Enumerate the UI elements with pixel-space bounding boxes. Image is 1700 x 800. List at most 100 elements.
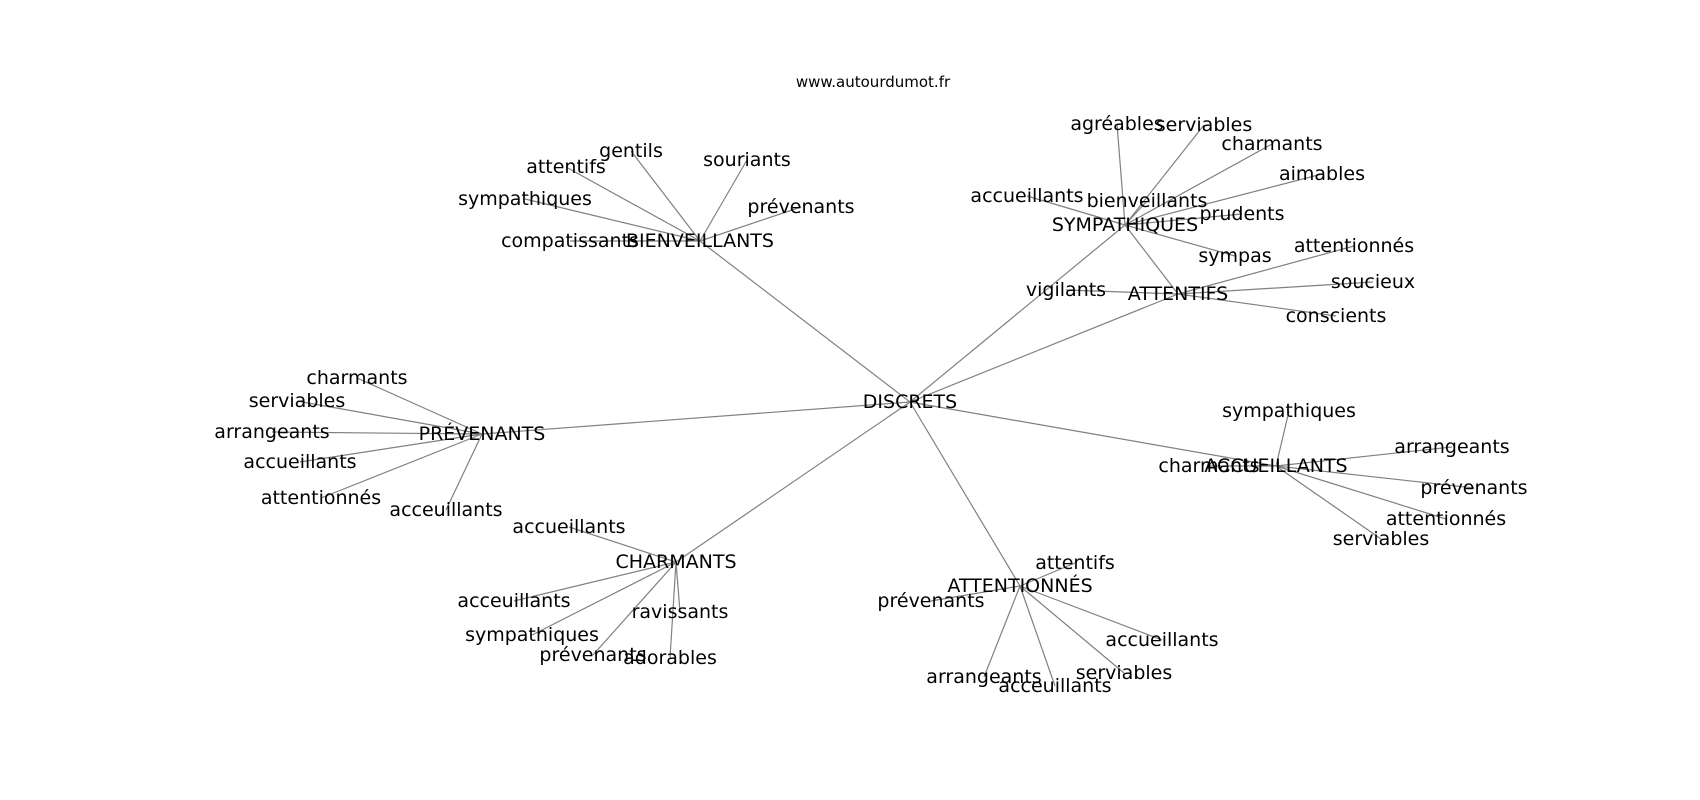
edge-charmants-accueillants xyxy=(568,526,677,563)
edge-bienveillants-prevenants xyxy=(699,206,802,242)
edge-accueillants-serviables xyxy=(1275,465,1382,540)
edge-bienveillants-sympathiques xyxy=(524,198,701,242)
leaf-node-attentionnes-serviables: serviables xyxy=(1076,662,1173,684)
edge-root-sympathiques xyxy=(909,224,1126,403)
edge-sympathiques-bienveillants xyxy=(1124,200,1148,226)
leaf-node-charmants-acceuillants: acceuillants xyxy=(457,590,570,612)
leaf-node-sympathiques-agreables: agréables xyxy=(1070,113,1163,135)
leaf-node-prevenants-acceuillants: acceuillants xyxy=(389,499,502,521)
leaf-node-attentionnes-acceuillants: acceuillants xyxy=(998,675,1111,697)
leaf-node-sympathiques-serviables: serviables xyxy=(1156,114,1253,136)
leaf-node-prevenants-serviables: serviables xyxy=(249,390,346,412)
graph-edges xyxy=(271,123,1475,687)
edge-sympathiques-agreables xyxy=(1116,123,1126,226)
edge-attentifs-vigilants xyxy=(1065,289,1179,295)
leaf-node-accueillants-serviables: serviables xyxy=(1333,528,1430,550)
edge-bienveillants-souriants xyxy=(699,159,748,242)
edge-bienveillants-gentils xyxy=(630,150,701,242)
edge-sympathiques-serviables xyxy=(1124,124,1205,226)
leaf-node-sympathiques-bienveillants: bienveillants xyxy=(1087,190,1208,212)
leaf-node-accueillants-charmants: charmants xyxy=(1158,455,1259,477)
edge-attentifs-soucieux xyxy=(1177,281,1374,295)
leaf-node-bienveillants-gentils: gentils xyxy=(599,140,663,162)
leaf-node-charmants-prevenants: prévenants xyxy=(539,644,646,666)
leaf-node-bienveillants-prevenants: prévenants xyxy=(747,196,854,218)
leaf-node-prevenants-attentionnes: attentionnés xyxy=(261,487,381,509)
leaf-node-bienveillants-souriants: souriants xyxy=(703,149,791,171)
edge-root-charmants xyxy=(675,401,911,563)
leaf-node-accueillants-attentionnes: attentionnés xyxy=(1386,508,1506,530)
source-watermark: www.autourdumot.fr xyxy=(796,73,951,91)
hub-node-prevenants: PRÉVENANTS xyxy=(419,422,546,445)
edge-accueillants-attentionnes xyxy=(1275,465,1447,520)
leaf-node-charmants-ravissants: ravissants xyxy=(632,601,729,623)
leaf-node-attentifs-soucieux: soucieux xyxy=(1331,271,1415,293)
edge-prevenants-acceuillants xyxy=(445,433,483,511)
edge-accueillants-arrangeants xyxy=(1275,446,1453,467)
leaf-node-bienveillants-attentifs: attentifs xyxy=(526,156,606,178)
leaf-node-accueillants-arrangeants: arrangeants xyxy=(1394,436,1509,458)
leaf-node-charmants-accueillants: accueillants xyxy=(512,516,625,538)
leaf-node-attentifs-vigilants: vigilants xyxy=(1026,279,1106,301)
leaf-node-sympathiques-sympas: sympas xyxy=(1198,245,1271,267)
leaf-node-attentionnes-arrangeants: arrangeants xyxy=(926,666,1041,688)
leaf-node-prevenants-accueillants: accueillants xyxy=(243,451,356,473)
hub-node-charmants: CHARMANTS xyxy=(615,551,736,573)
edge-sympathiques-attentifs xyxy=(1124,224,1179,295)
leaf-node-accueillants-prevenants: prévenants xyxy=(1420,477,1527,499)
leaf-node-charmants-adorables: adorables xyxy=(623,647,717,669)
hub-node-sympathiques: SYMPATHIQUES xyxy=(1052,214,1198,236)
leaf-node-charmants-sympathiques: sympathiques xyxy=(465,624,599,646)
hub-node-attentionnes: ATTENTIONNÉS xyxy=(947,574,1092,597)
edge-attentifs-conscients xyxy=(1177,293,1337,317)
edge-attentionnes-acceuillants xyxy=(1019,585,1056,687)
edge-attentionnes-attentifs xyxy=(1019,562,1076,587)
leaf-node-accueillants-sympathiques: sympathiques xyxy=(1222,400,1356,422)
edge-attentionnes-arrangeants xyxy=(983,585,1021,678)
edge-attentifs-attentionnes xyxy=(1177,245,1355,295)
edge-prevenants-serviables xyxy=(296,400,483,435)
edge-charmants-sympathiques xyxy=(531,561,677,636)
leaf-node-attentionnes-attentifs: attentifs xyxy=(1035,552,1115,574)
leaf-node-sympathiques-accueillants: accueillants xyxy=(970,185,1083,207)
edge-sympathiques-aimables xyxy=(1124,173,1323,226)
edge-prevenants-arrangeants xyxy=(271,431,483,435)
edge-prevenants-accueillants xyxy=(299,433,483,463)
hub-node-bienveillants: BIENVEILLANTS xyxy=(626,230,774,252)
leaf-node-prevenants-charmants: charmants xyxy=(306,367,407,389)
edge-accueillants-prevenants xyxy=(1275,465,1475,489)
edge-root-attentionnes xyxy=(909,401,1021,587)
edge-sympathiques-sympas xyxy=(1124,224,1236,257)
leaf-node-sympathiques-prudents: prudents xyxy=(1199,203,1284,225)
hub-node-accueillants: ACCUEILLANTS xyxy=(1204,455,1347,477)
edge-charmants-acceuillants xyxy=(513,561,677,602)
edge-root-attentifs xyxy=(909,293,1179,403)
edge-charmants-adorables xyxy=(669,561,677,659)
edge-charmants-prevenants xyxy=(592,561,677,656)
edge-attentionnes-accueillants xyxy=(1019,585,1163,641)
edge-attentionnes-prevenants xyxy=(930,585,1021,602)
edge-bienveillants-attentifs xyxy=(565,166,701,242)
edge-prevenants-attentionnes xyxy=(320,433,483,499)
edge-sympathiques-prudents xyxy=(1124,213,1243,226)
leaf-node-bienveillants-sympathiques: sympathiques xyxy=(458,188,592,210)
leaf-node-sympathiques-aimables: aimables xyxy=(1279,163,1365,185)
root-node-discrets: DISCRETS xyxy=(863,391,957,413)
edge-accueillants-sympathiques xyxy=(1275,410,1290,467)
hub-node-attentifs: ATTENTIFS xyxy=(1128,283,1228,305)
edge-charmants-ravissants xyxy=(675,561,681,613)
leaf-node-attentionnes-prevenants: prévenants xyxy=(877,590,984,612)
edge-sympathiques-charmants xyxy=(1124,143,1273,226)
leaf-node-sympathiques-charmants: charmants xyxy=(1221,133,1322,155)
edge-prevenants-charmants xyxy=(356,377,483,435)
leaf-node-attentifs-attentionnes: attentionnés xyxy=(1294,235,1414,257)
edge-attentionnes-serviables xyxy=(1019,585,1125,674)
edge-root-prevenants xyxy=(481,401,911,435)
leaf-node-attentifs-conscients: conscients xyxy=(1286,305,1387,327)
leaf-node-attentionnes-accueillants: accueillants xyxy=(1105,629,1218,651)
leaf-node-prevenants-arrangeants: arrangeants xyxy=(214,421,329,443)
edge-root-bienveillants xyxy=(699,240,911,403)
edge-sympathiques-accueillants xyxy=(1026,195,1126,226)
leaf-node-bienveillants-compatissants: compatissants xyxy=(501,230,639,252)
